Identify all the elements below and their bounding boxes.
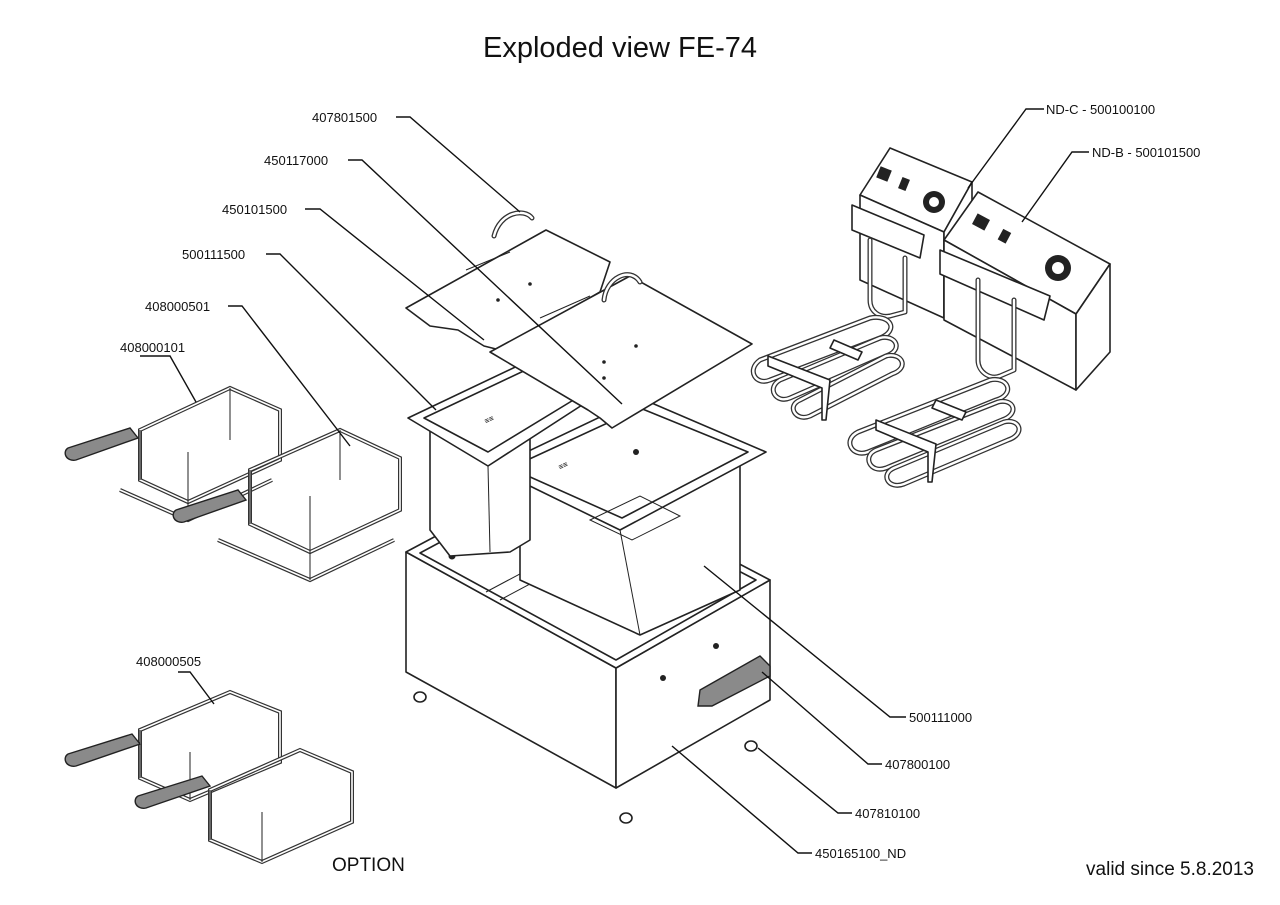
basket-handle [172,489,248,523]
basket-408000501 [172,427,402,583]
callout-nd-c: ND-C - 500100100 [1046,102,1155,117]
heating-element-ndc [750,314,905,421]
callout-408000505: 408000505 [136,654,201,669]
svg-text:≡≡: ≡≡ [557,460,570,472]
diagram-title: Exploded view FE-74 [483,32,757,64]
basket-handle [64,427,140,461]
callout-450117000: 450117000 [264,153,328,168]
lid-handles [491,210,643,303]
callout-500111000: 500111000 [909,710,972,725]
callout-nd-b: ND-B - 500101500 [1092,145,1200,160]
front-handle [697,655,771,707]
callout-450101500: 450101500 [222,202,287,217]
large-oil-tank: ≡≡ [492,397,767,636]
valid-since-label: valid since 5.8.2013 [1086,859,1254,880]
callout-407800100: 407800100 [885,757,950,772]
leader-lines [140,108,1089,854]
heating-element-ndb [847,376,1022,488]
callout-407801500: 407801500 [312,110,377,125]
feet [413,691,758,824]
callout-500111500: 500111500 [182,247,245,262]
callout-408000101: 408000101 [120,340,185,355]
basket-408000505-a [64,689,282,803]
callout-408000501: 408000501 [145,299,210,314]
callout-407810100: 407810100 [855,806,920,821]
basket-408000505-b [134,747,354,865]
basket-408000101 [64,385,282,523]
control-unit-ndb [847,191,1111,488]
basket-handle [64,733,142,767]
svg-text:≡≡: ≡≡ [483,414,496,426]
control-unit-ndc [750,147,973,421]
basket-handle [134,775,212,809]
option-label: OPTION [332,855,405,876]
callout-450165100-nd: 450165100_ND [815,846,906,861]
